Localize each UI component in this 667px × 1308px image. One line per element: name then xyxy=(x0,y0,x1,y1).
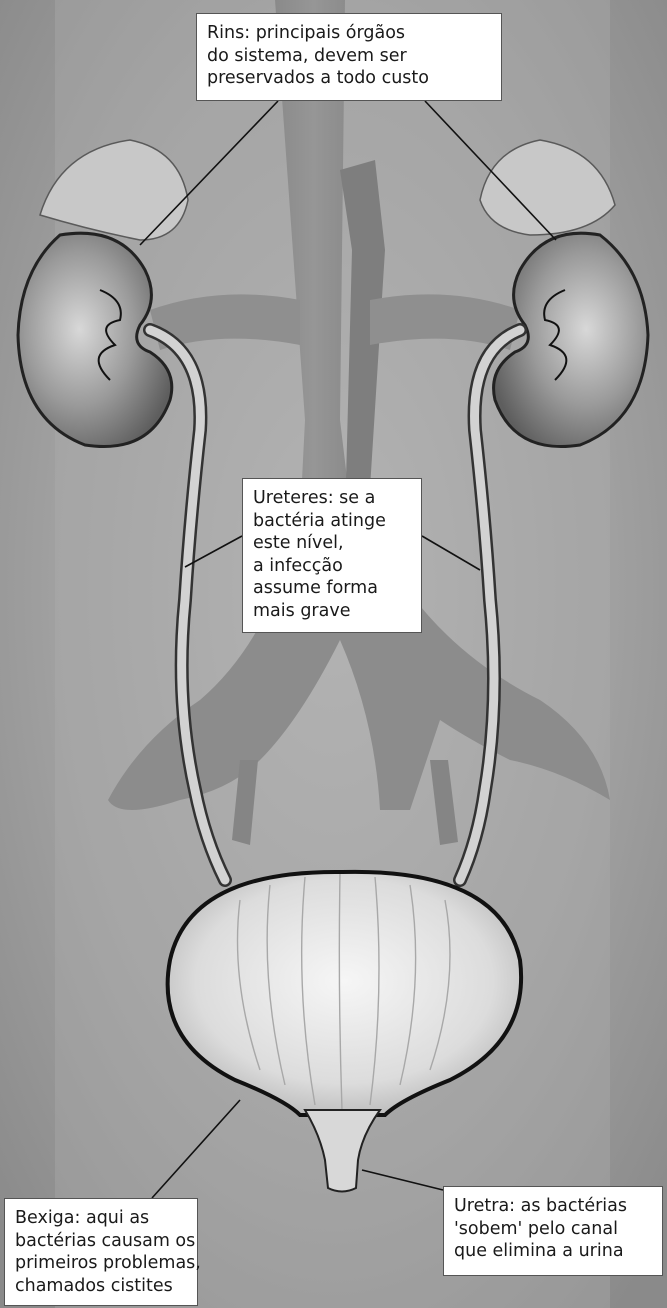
label-rins-line: Rins: principais órgãos xyxy=(207,22,491,45)
label-bexiga-line: bactérias causam os xyxy=(15,1230,187,1253)
label-rins: Rins: principais órgãos do sistema, deve… xyxy=(196,13,502,101)
label-bexiga-line: primeiros problemas, xyxy=(15,1252,187,1275)
label-ureteres-line: assume forma xyxy=(253,577,411,600)
label-uretra: Uretra: as bactérias 'sobem' pelo canal … xyxy=(443,1186,663,1276)
label-uretra-line: 'sobem' pelo canal xyxy=(454,1218,652,1241)
label-ureteres-line: bactéria atinge xyxy=(253,510,411,533)
label-bexiga-line: chamados cistites xyxy=(15,1275,187,1298)
label-bexiga: Bexiga: aqui as bactérias causam os prim… xyxy=(4,1198,198,1306)
label-ureteres-line: a infecção xyxy=(253,555,411,578)
label-uretra-line: Uretra: as bactérias xyxy=(454,1195,652,1218)
label-ureteres: Ureteres: se a bactéria atinge este níve… xyxy=(242,478,422,633)
label-ureteres-line: mais grave xyxy=(253,600,411,623)
label-ureteres-line: Ureteres: se a xyxy=(253,487,411,510)
label-uretra-line: que elimina a urina xyxy=(454,1240,652,1263)
label-rins-line: do sistema, devem ser xyxy=(207,45,491,68)
label-rins-line: preservados a todo custo xyxy=(207,67,491,90)
label-ureteres-line: este nível, xyxy=(253,532,411,555)
label-bexiga-line: Bexiga: aqui as xyxy=(15,1207,187,1230)
